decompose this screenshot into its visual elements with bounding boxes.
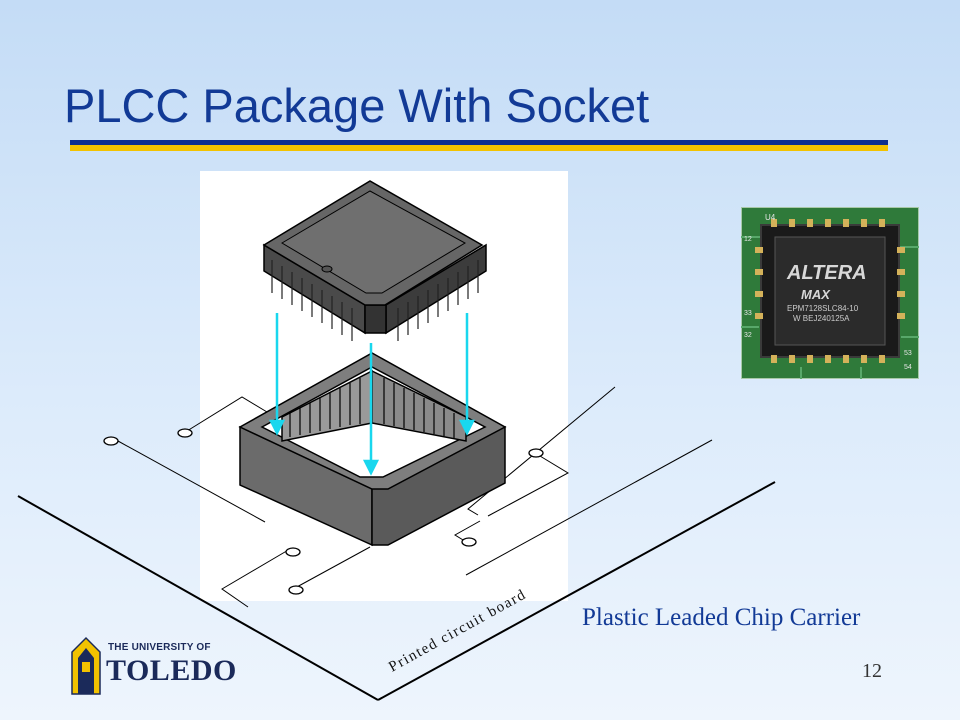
caption: Plastic Leaded Chip Carrier [582, 604, 861, 631]
photo-logo-text: ALTERA [786, 262, 867, 284]
photo-part-number: EPM7128SLC84-10 [787, 304, 859, 313]
photo-board-mark: 54 [904, 364, 912, 371]
photo-board-mark: 32 [744, 332, 752, 339]
chip-leads [271, 260, 479, 341]
photo-date-code: W BEJ240125A [793, 314, 850, 323]
pcb-pads [103, 428, 544, 595]
pcb-outline [17, 481, 776, 701]
photo-pins [755, 219, 905, 363]
insertion-arrows [268, 313, 476, 476]
socket-contacts [289, 378, 455, 438]
title-rule-gold [70, 145, 888, 151]
photo-board-mark: U4 [765, 213, 776, 222]
photo-board-mark: 53 [904, 350, 912, 357]
altera-chip-photo: ALTERA MAX EPM7128SLC84-10 W BEJ240125A … [741, 207, 919, 379]
plcc-chip [262, 180, 487, 335]
photo-product-text: MAX [801, 287, 831, 302]
logo-top-text: THE UNIVERSITY OF [108, 642, 211, 653]
plcc-socket-illustration: Printed circuit board [17, 171, 776, 701]
logo-name: TOLEDO [106, 654, 237, 687]
pcb-traces [117, 386, 713, 608]
page-number: 12 [862, 660, 882, 682]
socket [238, 352, 507, 547]
slide-title: PLCC Package With Socket [64, 79, 650, 132]
title-rule-blue [70, 140, 888, 145]
ut-tower-icon [71, 636, 101, 695]
university-logo: THE UNIVERSITY OF TOLEDO [68, 636, 236, 696]
photo-board-mark: 12 [744, 236, 752, 243]
photo-chip-body [774, 236, 886, 346]
photo-board-mark: 33 [744, 310, 752, 317]
